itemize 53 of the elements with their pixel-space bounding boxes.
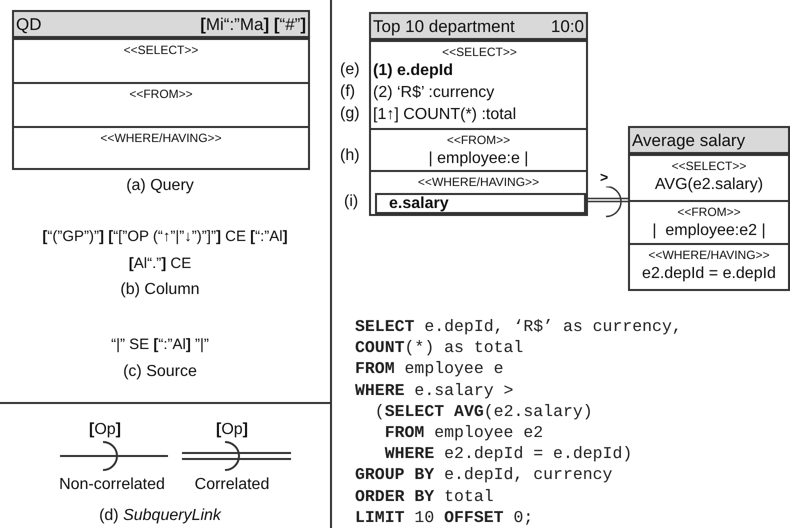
row-marker: (i): [344, 192, 360, 212]
link-type-label: Non-correlated: [58, 475, 166, 495]
node-text: <<SELECT>>: [672, 158, 746, 174]
node-text: (2) ‘R$’ :currency: [373, 83, 494, 103]
syntax-text: [“(”GP”)”] [“[”OP (“↑”|”↓”)”]”] CE [“:”Al]: [41, 227, 289, 247]
caption: (d) SubqueryLink: [98, 506, 222, 526]
node-text: (1) e.depId: [373, 61, 454, 81]
node-text: <<SELECT>>: [124, 42, 198, 58]
query-box: [628, 126, 790, 291]
code-line: (SELECT AVG(e2.salary): [374, 402, 593, 422]
row-marker: (f): [340, 82, 356, 102]
code-line: SELECT e.depId, ‘R$’ as currency,: [355, 317, 682, 337]
syntax-text: “|” SE [“:”Al] ”|”: [110, 335, 210, 355]
node-text: <<FROM>>: [446, 132, 510, 148]
operator-label: [Op]: [215, 420, 249, 440]
clause-section: [371, 170, 586, 216]
node-text: e.salary: [389, 196, 449, 212]
operator-label: [Op]: [88, 420, 122, 440]
node-text: [1↑] COUNT(*) :total: [373, 105, 516, 125]
query-box: [12, 10, 310, 170]
caption: (a) Query: [125, 176, 195, 196]
link-type-label: Correlated: [194, 475, 270, 495]
node-text: e2.depId = e.depId: [642, 264, 776, 284]
node-text: <<WHERE/HAVING>>: [100, 130, 222, 146]
code-line: ORDER BY total: [355, 486, 494, 507]
node-text: <<SELECT>>: [442, 44, 517, 60]
row-marker: (e): [340, 60, 361, 80]
caption: (c) Source: [122, 362, 198, 382]
node-text: <<WHERE/HAVING>>: [648, 247, 770, 263]
code-line: LIMIT 10 OFFSET 0;: [355, 508, 534, 528]
node-text: | employee:e2 |: [652, 221, 766, 241]
code-line: FROM employee e: [355, 359, 504, 380]
node-text: QD: [16, 16, 42, 32]
node-text: AVG(e2.salary): [654, 175, 764, 195]
node-text: | employee:e |: [428, 149, 528, 169]
row-marker: (g): [340, 104, 361, 124]
row-marker: (h): [340, 146, 361, 166]
query-box: [369, 12, 588, 216]
node-text: Average salary: [632, 132, 746, 148]
node-text: [Mi“:”Ma] [“#”]: [200, 16, 306, 32]
code-line: GROUP BY e.depId, currency: [355, 465, 612, 486]
code-line: COUNT(*) as total: [355, 338, 524, 358]
syntax-text: [Al“.”] CE: [128, 254, 192, 274]
node-text: 10:0: [550, 18, 584, 34]
caption: (b) Column: [119, 280, 201, 300]
node-text: <<FROM>>: [677, 204, 741, 220]
code-line: FROM employee e2: [384, 423, 544, 443]
code-line: WHERE e2.depId = e.depId): [384, 444, 632, 464]
code-line: WHERE e.salary >: [355, 380, 514, 401]
node-text: <<WHERE/HAVING>>: [418, 174, 540, 190]
node-text: Top 10 department: [373, 18, 515, 34]
node-text: <<FROM>>: [129, 86, 193, 102]
condition-box: [375, 193, 586, 214]
